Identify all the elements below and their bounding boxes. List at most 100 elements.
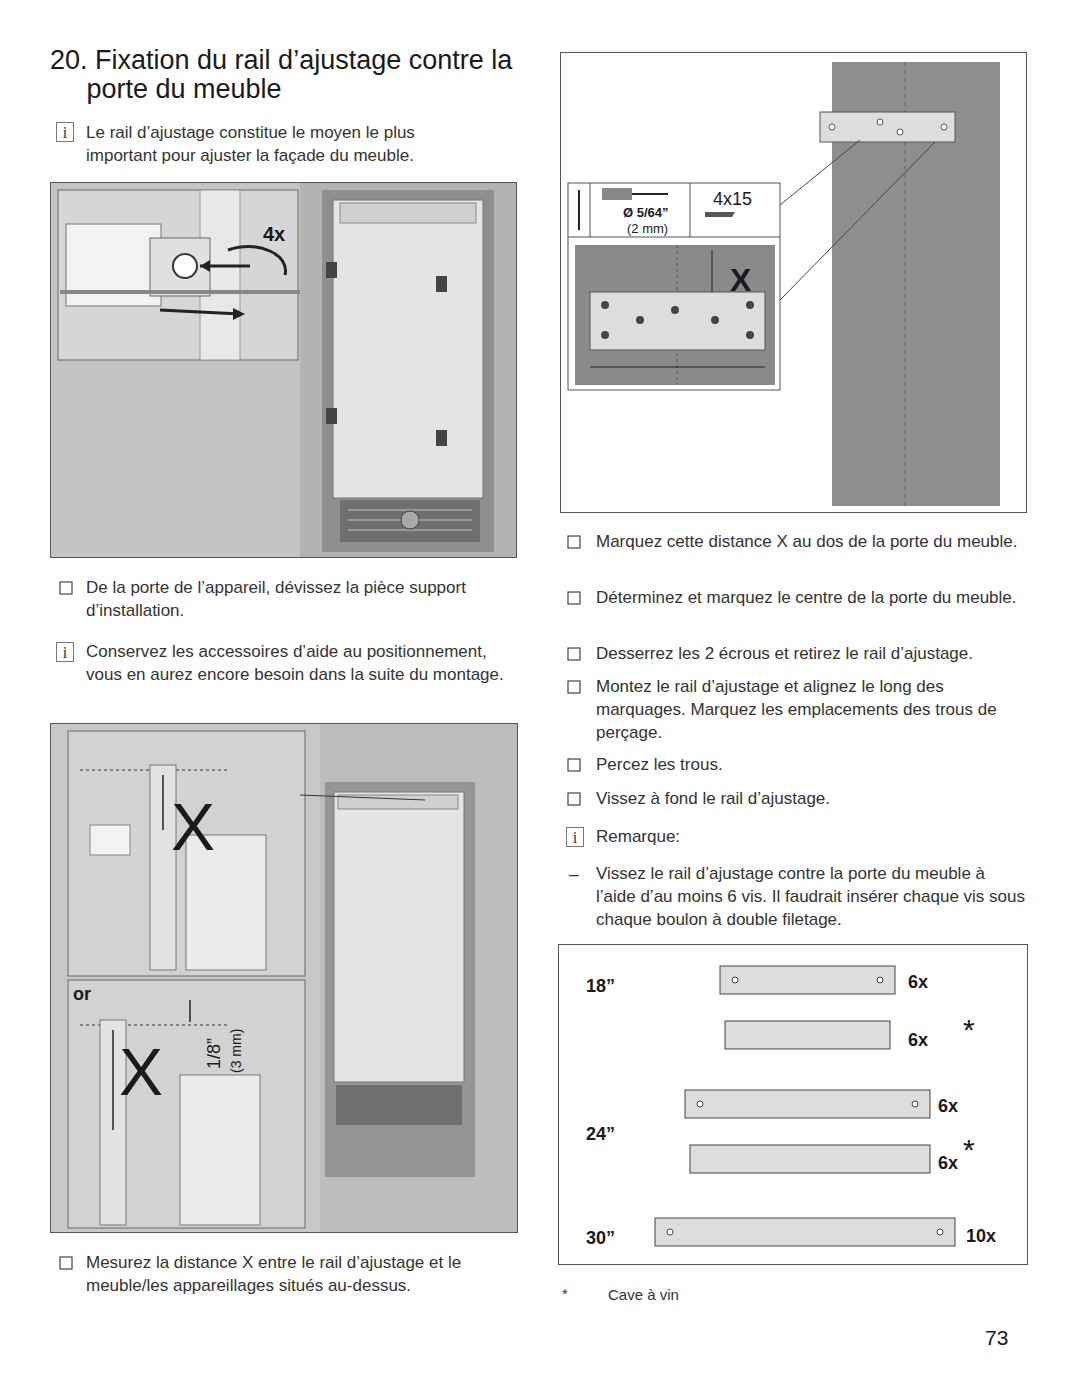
drawing-rect (51, 724, 517, 1232)
info-icon: i (56, 122, 74, 142)
figure-label: 6x (938, 1154, 958, 1174)
drawing-rect (725, 1021, 890, 1049)
instruction-text: Percez les trous. (596, 753, 1021, 776)
instruction-text: Déterminez et marquez le centre de la po… (596, 586, 1021, 609)
instruction-text: Vissez le rail d’ajustage contre la port… (596, 862, 1028, 931)
drawing-line (60, 290, 300, 294)
drawing-rect (51, 183, 516, 557)
page-title: 20. Fixation du rail d’ajustage contre l… (50, 46, 526, 104)
drawing-g (601, 301, 754, 339)
figure-label: * (963, 1013, 975, 1046)
drawing-rect (68, 980, 305, 1228)
drawing-circle (671, 306, 679, 314)
drawing-rect (655, 1218, 955, 1246)
drawing-rect (90, 825, 130, 855)
instruction-text: De la porte de l’appareil, dévissez la p… (86, 576, 511, 622)
drawing-circle (829, 124, 835, 130)
drawing-circle (912, 1101, 918, 1107)
drawing-rect (685, 1090, 930, 1118)
drawing-line (162, 775, 164, 830)
figure-label: 4x (263, 223, 285, 245)
info-icon: i (566, 827, 584, 847)
drawing-circle (601, 301, 609, 309)
instruction-text: Montez le rail d’ajustage et alignez le … (596, 675, 1026, 744)
instruction-text: Remarque: (596, 825, 896, 848)
figure-measure (51, 724, 517, 1232)
instruction-text: Le rail d’ajustage constitue le moyen le… (86, 121, 486, 167)
figure-label: 6x (908, 1031, 928, 1051)
drawing-circle (937, 1229, 943, 1235)
figure-label: 18” (586, 977, 615, 997)
drawing-circle (601, 331, 609, 339)
drawing-line (780, 140, 860, 205)
drawing-rect (436, 276, 447, 292)
figure-unscrew (51, 183, 516, 557)
drawing-circle (711, 316, 719, 324)
drawing-rect (300, 183, 516, 557)
drawing-rect (568, 759, 580, 771)
figure-label: X (119, 1036, 163, 1109)
drawing-rect (60, 1257, 72, 1269)
drawing-rect (340, 203, 476, 223)
drawing-path (228, 247, 286, 275)
figure-frame: 4x15 Ø 5/64” (2 mm) X (560, 52, 1027, 513)
figure-label: or (73, 985, 91, 1005)
drawing-rect (690, 1145, 930, 1173)
drawing-rect (602, 188, 632, 200)
figure-label: 6x (938, 1097, 958, 1117)
figure-label: 24” (586, 1125, 615, 1145)
drawing-rect (720, 966, 895, 994)
figure-label: 1/8” (205, 1038, 225, 1069)
drawing-rect (322, 190, 494, 552)
drawing-rect (575, 245, 775, 385)
drawing-rect (590, 292, 765, 350)
drawing-circle (697, 1101, 703, 1107)
checkboxes (60, 536, 580, 1269)
drawing-circle (667, 1229, 673, 1235)
figure-frame: 18”6x6x*24”6x6x*30”10x (558, 944, 1028, 1265)
drawing-line (590, 367, 765, 368)
drawing-rect (325, 782, 475, 1177)
drawing-circle (941, 124, 947, 130)
drawing-path (200, 260, 210, 272)
instruction-text: Desserrez les 2 écrous et retirez le rai… (596, 642, 1026, 665)
figure-label: (2 mm) (627, 222, 668, 236)
drawing-line (632, 193, 668, 195)
drawing-circle (746, 301, 754, 309)
figure-label: X (730, 263, 751, 298)
page-number: 73 (985, 1326, 1035, 1349)
figure-frame: 4x (50, 182, 517, 558)
drawing-g (348, 510, 472, 530)
drawing-line (590, 183, 591, 237)
drawing-line (189, 1000, 191, 1022)
instruction-text: – (569, 863, 589, 886)
drawing-rect (326, 408, 337, 424)
drawing-circle (732, 977, 738, 983)
figure-label: 30” (586, 1229, 615, 1249)
figure-label: (3 mm) (229, 1029, 244, 1073)
figure-label: Ø 5/64” (623, 206, 669, 220)
drawing-circle (173, 254, 197, 278)
instruction-text: Conservez les accessoires d’aide au posi… (86, 640, 516, 686)
drawing-circle (636, 316, 644, 324)
drawing-circle (401, 511, 419, 529)
drawing-circle (746, 331, 754, 339)
figure-mark-door (568, 62, 1000, 506)
info-icon: i (56, 642, 74, 662)
drawing-rect (568, 681, 580, 693)
drawing-g (829, 119, 947, 135)
drawing-rect (568, 183, 780, 390)
footnote: * (562, 1282, 582, 1305)
drawing-rect (60, 582, 72, 594)
drawing-rect (326, 262, 337, 278)
drawing-rect (180, 1075, 260, 1225)
drawing-line (578, 190, 580, 230)
figure-label: 4x15 (713, 190, 752, 210)
drawing-rect (568, 536, 580, 548)
drawing-rect (68, 731, 305, 976)
drawing-line (568, 237, 780, 238)
footnote: Cave à vin (608, 1283, 808, 1306)
drawing-rect (340, 500, 480, 542)
